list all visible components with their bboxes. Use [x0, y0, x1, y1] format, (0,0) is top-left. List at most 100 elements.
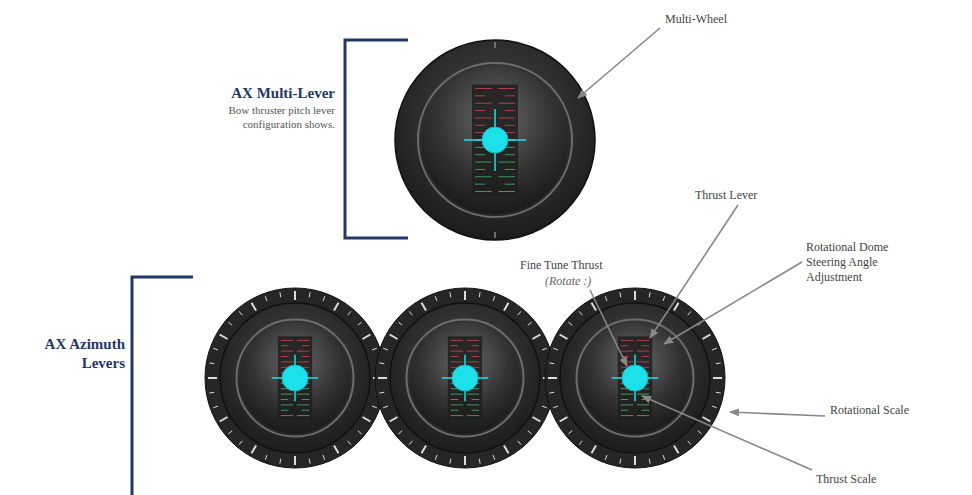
dial-part [281, 361, 293, 362]
callout-label: Thrust Scale [816, 472, 926, 487]
dial-part [348, 441, 351, 445]
dial-part [209, 392, 214, 394]
dial-part [398, 322, 402, 325]
dial-part [498, 117, 515, 118]
dial-part [533, 335, 541, 340]
dial-part [634, 456, 636, 465]
dial-part [545, 288, 725, 468]
dial-part [560, 417, 568, 422]
dial-part [309, 292, 311, 297]
dial-part [281, 394, 293, 395]
dial-part [372, 406, 377, 408]
dial-part [228, 322, 232, 325]
dial-part [560, 303, 710, 453]
dial-part [568, 431, 572, 434]
dial-part [281, 415, 293, 416]
dial-part [395, 40, 595, 240]
dial-part [435, 296, 437, 301]
group-bracket [132, 277, 193, 495]
dial-part [621, 394, 633, 395]
dial-part [220, 335, 228, 340]
dial-part [379, 362, 384, 364]
dial-part [518, 311, 521, 315]
dial-part [605, 296, 607, 301]
dial-part [348, 311, 351, 315]
leader-line [590, 290, 627, 366]
dial-part [409, 441, 412, 445]
dial-part [475, 125, 485, 126]
dial-part [220, 303, 370, 453]
callout-label: Multi-Wheel [665, 12, 775, 27]
dial-part [498, 176, 515, 177]
dial-part [279, 459, 281, 464]
dial-part [297, 404, 309, 405]
dial-part [281, 351, 293, 352]
dial-part [553, 348, 558, 350]
dial-part [475, 176, 492, 177]
dial-part [649, 292, 651, 297]
dial-part [642, 356, 650, 357]
dial-part [451, 404, 463, 405]
dial-part [467, 404, 479, 405]
dial-part [703, 335, 711, 340]
multi-lever [395, 40, 595, 240]
dial-part [475, 117, 492, 118]
dial-part [464, 291, 466, 300]
dial-part [549, 392, 554, 394]
dial-part [475, 169, 485, 170]
dial-part [479, 459, 481, 464]
dial-part [363, 335, 371, 340]
dial-part [493, 455, 495, 460]
dial-part [297, 394, 309, 395]
callout-label: Rotational Dome Steering Angle Adjustmen… [806, 240, 931, 285]
azimuth-lever [545, 288, 725, 468]
dial-part [712, 348, 717, 350]
dial-part [579, 441, 582, 445]
dial-part [449, 292, 451, 297]
dial-part [568, 322, 572, 325]
dial-part [379, 392, 384, 394]
dial-part [698, 431, 702, 434]
dial-part [383, 348, 388, 350]
dial-part [494, 232, 496, 238]
dial-part [716, 392, 721, 394]
dial-part [451, 340, 463, 341]
dial-part [449, 459, 451, 464]
dial-part [637, 394, 649, 395]
dial-part [642, 410, 650, 411]
dial-part [281, 410, 289, 411]
dial-part [621, 410, 629, 411]
dial-part [621, 340, 633, 341]
dial-part [479, 292, 481, 297]
dial-part [334, 303, 339, 311]
dial-part [252, 446, 257, 454]
dial-part [297, 415, 309, 416]
dial-part [533, 417, 541, 422]
dial-part [464, 456, 466, 465]
dial-part [372, 348, 377, 350]
dial-part [448, 336, 482, 419]
dial-part [451, 399, 459, 400]
dial-part [637, 361, 649, 362]
dial-part [472, 410, 480, 411]
dial-part [580, 323, 691, 434]
dial-part [209, 362, 214, 364]
dial-part [493, 296, 495, 301]
dial-part [703, 417, 711, 422]
dial-part [475, 103, 492, 104]
dial-part [281, 356, 289, 357]
dial-part [549, 362, 554, 364]
dial-part [475, 154, 485, 155]
dial-part [475, 88, 492, 89]
dial-part [505, 154, 515, 155]
dial-part [334, 446, 339, 454]
dial-part [475, 191, 492, 192]
dial-part [323, 455, 325, 460]
dial-part [475, 95, 485, 96]
dial-part [467, 361, 479, 362]
dial-part [281, 345, 289, 346]
dial-part [621, 415, 633, 416]
dial-part [592, 303, 597, 311]
dial-part [505, 169, 515, 170]
dial-part [634, 291, 636, 300]
